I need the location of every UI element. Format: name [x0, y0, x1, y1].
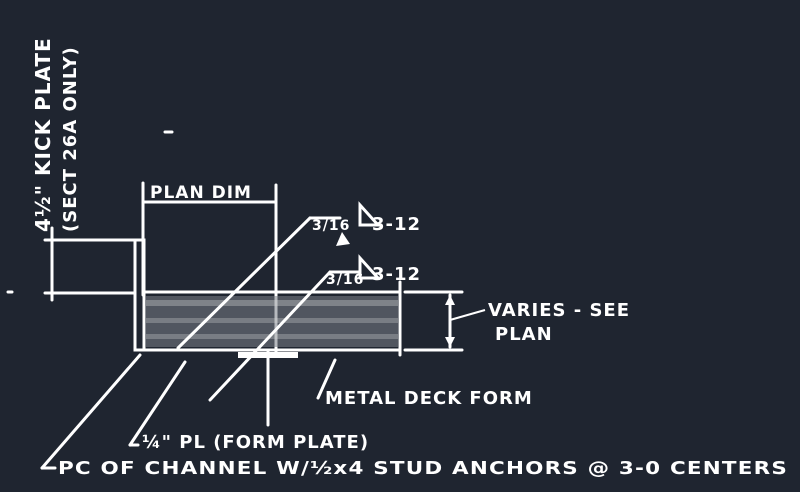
weld-size-2: 3/16 — [326, 272, 364, 288]
weld-length-1: 3-12 — [372, 214, 421, 235]
metal-deck-label: METAL DECK FORM — [325, 388, 533, 409]
channel-label: PC OF CHANNEL W/½x4 STUD ANCHORS @ 3-0 C… — [58, 458, 788, 479]
varies-label: VARIES - SEE — [488, 300, 630, 321]
weld-length-2: 3-12 — [372, 264, 421, 285]
kick-plate — [133, 238, 146, 352]
channel-leader — [40, 353, 142, 470]
metal-deck-leader — [316, 358, 337, 400]
stud-anchor — [238, 350, 298, 427]
kick-plate-dimension — [43, 226, 137, 302]
weld-size-1: 3/16 — [312, 218, 350, 234]
plan-dim-label: PLAN DIM — [150, 183, 252, 203]
weld-leader-2 — [208, 254, 382, 402]
form-plate-label: ¼" PL (FORM PLATE) — [142, 432, 369, 453]
varies-dimension — [403, 290, 486, 352]
form-plate-leader — [128, 360, 187, 447]
sect-note-label: (SECT 26A ONLY) — [60, 46, 81, 232]
weld-leader-1 — [176, 201, 382, 350]
kick-plate-label: 4½" KICK PLATE — [31, 37, 55, 232]
plan-label: PLAN — [495, 324, 553, 345]
